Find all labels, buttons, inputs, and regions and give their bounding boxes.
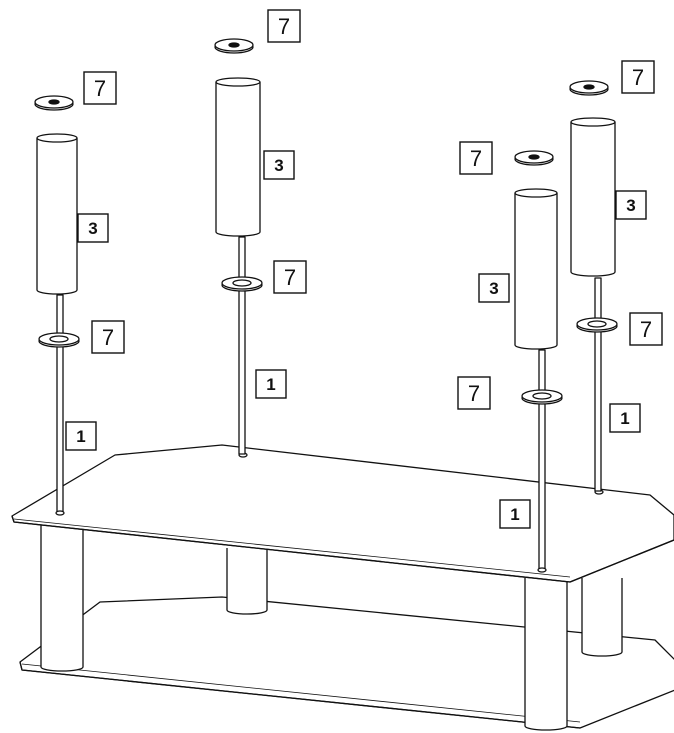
callout-rod-2: 1 — [255, 369, 287, 399]
callout-rod-4: 1 — [609, 403, 641, 433]
cap-4 — [569, 80, 609, 96]
washer-4 — [576, 317, 618, 333]
cap-3 — [514, 150, 554, 166]
callout-text: 3 — [489, 279, 498, 298]
rod-2 — [238, 236, 246, 455]
tube-3 — [514, 188, 558, 350]
callout-text: 7 — [470, 146, 482, 171]
callout-text: 3 — [88, 219, 97, 238]
cap-1 — [34, 95, 74, 111]
callout-tube-1: 3 — [77, 213, 109, 243]
callout-washer-2: 7 — [273, 260, 307, 294]
callout-rod-1: 1 — [65, 421, 97, 451]
callout-text: 1 — [266, 375, 275, 394]
callout-text: 7 — [102, 325, 114, 350]
washer-3 — [521, 389, 563, 405]
callout-text: 1 — [510, 505, 519, 524]
callout-text: 1 — [76, 427, 85, 446]
callout-text: 1 — [620, 409, 629, 428]
callout-text: 7 — [284, 265, 296, 290]
tube-4 — [570, 117, 616, 277]
bottom-shelf — [19, 596, 674, 729]
callout-text: 7 — [632, 65, 644, 90]
callout-tube-4: 3 — [615, 190, 647, 220]
callout-cap-4: 7 — [621, 60, 655, 94]
leg-front-left — [40, 525, 84, 672]
top-shelf — [11, 444, 674, 583]
callout-text: 3 — [626, 196, 635, 215]
callout-washer-4: 7 — [629, 312, 663, 346]
leg-back-left — [226, 548, 268, 615]
leg-back-right — [581, 578, 623, 657]
callout-text: 7 — [278, 14, 290, 39]
rod-4 — [594, 277, 602, 492]
rod-3 — [537, 349, 547, 573]
callout-text: 3 — [274, 156, 283, 175]
callout-text: 7 — [640, 317, 652, 342]
rod-1 — [55, 294, 65, 516]
callout-cap-1: 7 — [83, 71, 117, 105]
washer-2 — [221, 276, 263, 292]
callout-washer-1: 7 — [91, 320, 125, 354]
callout-cap-3: 7 — [459, 141, 493, 175]
tube-2 — [215, 77, 261, 237]
callout-tube-3: 3 — [478, 273, 510, 303]
callout-tube-2: 3 — [263, 150, 295, 180]
tube-1 — [36, 133, 78, 295]
callout-text: 7 — [94, 76, 106, 101]
callout-washer-3: 7 — [457, 376, 491, 410]
callout-rod-3: 1 — [499, 499, 531, 529]
callout-text: 7 — [468, 381, 480, 406]
cap-2 — [214, 38, 254, 54]
washer-1 — [38, 332, 80, 348]
callout-cap-2: 7 — [267, 9, 301, 43]
leg-front-right — [524, 578, 568, 731]
